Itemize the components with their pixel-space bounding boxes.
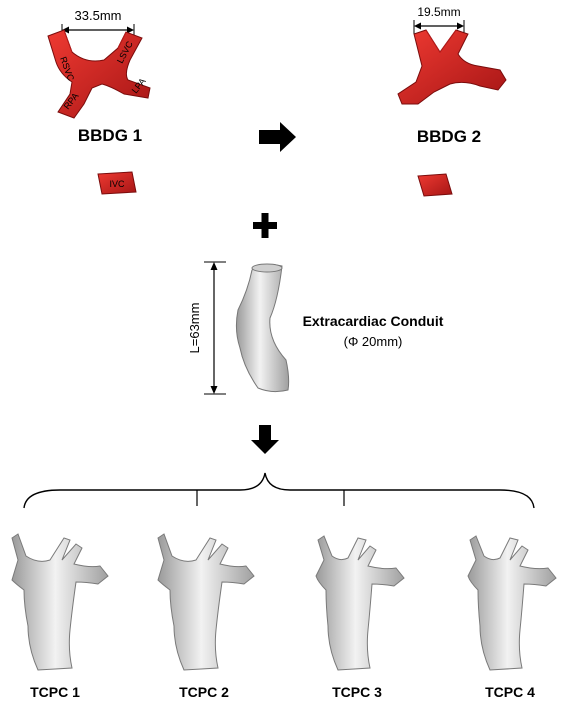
conduit-group: L=63mm Extracardiac Conduit (Φ 20mm) [187, 261, 444, 395]
right-arrow [259, 122, 296, 152]
bbdg1-title: BBDG 1 [78, 126, 142, 145]
tcpc-1-model [11, 533, 109, 671]
tcpc-3-model [315, 535, 405, 671]
conduit-length-bar: L=63mm [187, 261, 226, 395]
bbdg2-vessel-model [397, 29, 507, 105]
tcpc-4-model [467, 535, 557, 671]
plus-sign [253, 213, 277, 238]
conduit-diameter: (Φ 20mm) [344, 334, 403, 349]
bbdg2-dimension: 19.5mm [413, 5, 465, 34]
bbdg1-group: 33.5mm RSVC LSVC RPA LPA BBDG 1 IVC [47, 8, 151, 195]
bbdg2-ivc [417, 173, 453, 197]
tcpc-models [11, 533, 557, 671]
ivc-label: IVC [109, 179, 125, 189]
brace [23, 472, 535, 509]
tcpc-2-model [157, 533, 255, 671]
bbdg1-vessel-model: RSVC LSVC RPA LPA [47, 29, 151, 119]
tcpc-2-label: TCPC 2 [179, 684, 229, 700]
bbdg1-dimension-label: 33.5mm [75, 8, 122, 23]
tcpc-4-label: TCPC 4 [485, 684, 535, 700]
bbdg1-ivc: IVC [97, 171, 137, 195]
bbdg2-dimension-label: 19.5mm [417, 5, 460, 19]
tcpc-1-label: TCPC 1 [30, 684, 80, 700]
bbdg2-group: 19.5mm BBDG 2 [397, 5, 507, 197]
down-arrow [251, 425, 279, 454]
tcpc-labels: TCPC 1 TCPC 2 TCPC 3 TCPC 4 [30, 684, 535, 700]
conduit-model [235, 263, 290, 393]
bbdg2-title: BBDG 2 [417, 127, 481, 146]
tcpc-3-label: TCPC 3 [332, 684, 382, 700]
conduit-title: Extracardiac Conduit [303, 313, 444, 329]
bbdg1-dimension: 33.5mm [61, 8, 135, 38]
conduit-length-label: L=63mm [187, 303, 202, 354]
